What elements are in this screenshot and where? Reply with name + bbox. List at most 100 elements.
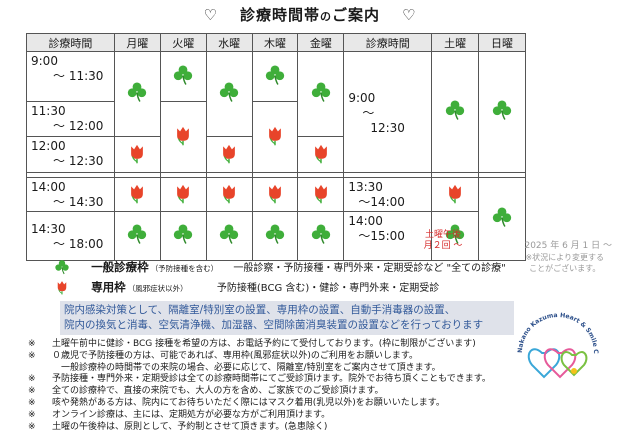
slot-mon [113,177,161,212]
tulip-icon [218,181,240,205]
slot-mon [113,211,161,261]
tulip-icon [264,181,286,205]
slot-thu [251,177,299,212]
header-time: 診療時間 [26,33,115,52]
header-mon: 月曜 [113,33,161,52]
header-thu: 木曜 [251,33,299,52]
clover-icon [172,222,194,246]
heart-icon: ♡ [402,6,417,24]
slot-wed [205,177,253,212]
list-item: ※０歳児で予防接種の方は、可能であれば、専用枠(風邪症状以外)のご利用をお願いし… [28,350,419,361]
svg-text:Nakano Kazuma Heart & Smile Cl: Nakano Kazuma Heart & Smile Clinic [514,309,599,354]
sat-time-cell: 13:30～14:00 [343,177,433,212]
tulip-icon [310,181,332,205]
clover-icon [491,205,513,229]
list-item: ※土曜午前中に健診・BCG 接種を希望の方は、お電話予約にて受付しております。(… [28,339,476,349]
list-item: ※予防接種・専門外来・定期受診は全ての診療時間帯にてご受診頂けます。院外でお待ち… [28,374,491,385]
list-item: ※オンライン診療は、主には、定期処方が必要な方がご利用頂けます。 [28,409,331,420]
time-cell: 11:30～ 12:00 [26,101,115,137]
clover-icon [172,63,194,87]
slot-tue [159,51,207,102]
slot-tue [159,211,207,261]
heart-icon: ♡ [203,6,218,24]
slot-sat [431,211,480,261]
legend-label: 専用枠 [91,280,126,294]
time-cell: 14:00～ 14:30 [26,177,115,212]
tulip-icon [172,123,194,147]
header-tue: 火曜 [159,33,207,52]
time-cell: 9:00～ 11:30 [26,51,115,102]
slot-wed [205,136,253,173]
slot-sun [478,177,526,261]
slot-sat [431,177,480,212]
page-title: ♡診療時間帯のご案内♡ [0,4,620,25]
table-header-row: 診療時間 月曜 火曜 水曜 木曜 金曜 診療時間 土曜 日曜 [26,33,526,52]
slot-tue [159,101,207,173]
slot-tue [159,177,207,212]
list-item: ※全ての診療枠で、直接の来院でも、大人の方を含め、ご家族でのご受診頂けます。 [28,386,384,397]
logo-text: Nakano Kazuma Heart & Smile Clinic [514,309,599,354]
clover-icon [54,259,70,275]
slot-fri [297,177,345,212]
header-time-weekend: 診療時間 [343,33,433,52]
tulip-icon [264,123,286,147]
list-item: ※土曜の午後枠は、原則として、予約制とさせて頂きます。(急患除く) [28,421,328,432]
notes-list: ※土曜午前中に健診・BCG 接種を希望の方は、お電話予約にて受付しております。(… [28,339,491,433]
slot-sat [431,51,480,173]
sat-time-cell: 9:00～12:30 [343,51,433,173]
time-cell: 12:00～ 12:30 [26,136,115,173]
legend-sub: （風邪症状以外） [127,284,188,293]
slot-mon [113,136,161,173]
slot-fri [297,51,345,137]
tulip-icon [310,141,332,165]
title-main: 診療時間帯 [239,6,320,24]
slot-sun [478,51,526,173]
infection-control-info: 院内感染対策として、隔離室/特別室の設置、専用枠の設置、自動手消毒器の設置、 院… [60,301,514,335]
slot-wed [205,51,253,137]
legend-special: 専用枠（風邪症状以外） 予防接種(BCG 含む)・健診・専門外来・定期受診 [54,279,439,295]
date-note: ※状況により変更する ことがございます。 [525,253,604,273]
tulip-icon [54,279,70,295]
header-sat: 土曜 [431,33,480,52]
clover-icon [126,222,148,246]
tulip-icon [126,181,148,205]
table-row: 12:00～ 12:30 [26,136,526,173]
legend-desc: 一般診察・予防接種・専門外来・定期受診など "全ての診療" [233,263,506,274]
clover-icon [491,98,513,122]
schedule-table: 診療時間 月曜 火曜 水曜 木曜 金曜 診療時間 土曜 日曜 9:00～ 11:… [26,33,526,261]
slot-thu [251,211,299,261]
tulip-icon [444,181,466,205]
slot-fri [297,211,345,261]
title-particle: の [320,10,332,23]
table-row: 14:30～ 18:00 14:00～15:00 [26,211,526,261]
clover-icon [444,98,466,122]
slot-wed [205,211,253,261]
clinic-logo: Nakano Kazuma Heart & Smile Clinic [514,309,599,379]
tulip-icon [218,141,240,165]
legend-desc: 予防接種(BCG 含む)・健診・専門外来・定期受診 [216,283,440,294]
sat-time-cell: 14:00～15:00 [343,211,433,261]
clover-icon [310,80,332,104]
slot-mon [113,51,161,137]
clover-icon [264,63,286,87]
slot-thu [251,51,299,102]
table-row: 9:00～ 11:30 9:00～12:30 [26,51,526,173]
clover-icon [218,222,240,246]
clover-icon [218,80,240,104]
slot-fri [297,136,345,173]
legend-sub: （予防接種を含む） [150,264,219,273]
table-row: 14:00～ 14:30 13:30～14:00 [26,177,526,261]
legend-label: 一般診療枠 [91,260,149,274]
clover-icon [264,222,286,246]
tulip-icon [172,181,194,205]
tulip-icon [126,141,148,165]
effective-date: 2025 年 6 月 1 日 ～ [524,241,612,251]
list-item: ※咳や発熱がある方は、院内にてお待ちいただく際にはマスク着用(乳児以外)をお願い… [28,397,445,408]
clover-icon [126,80,148,104]
clover-icon [310,222,332,246]
time-cell: 14:30～ 18:00 [26,211,115,261]
legend-general: 一般診療枠（予防接種を含む） 一般診察・予防接種・専門外来・定期受診など "全て… [54,259,506,275]
slot-thu [251,101,299,173]
header-sun: 日曜 [478,33,526,52]
header-fri: 金曜 [297,33,345,52]
